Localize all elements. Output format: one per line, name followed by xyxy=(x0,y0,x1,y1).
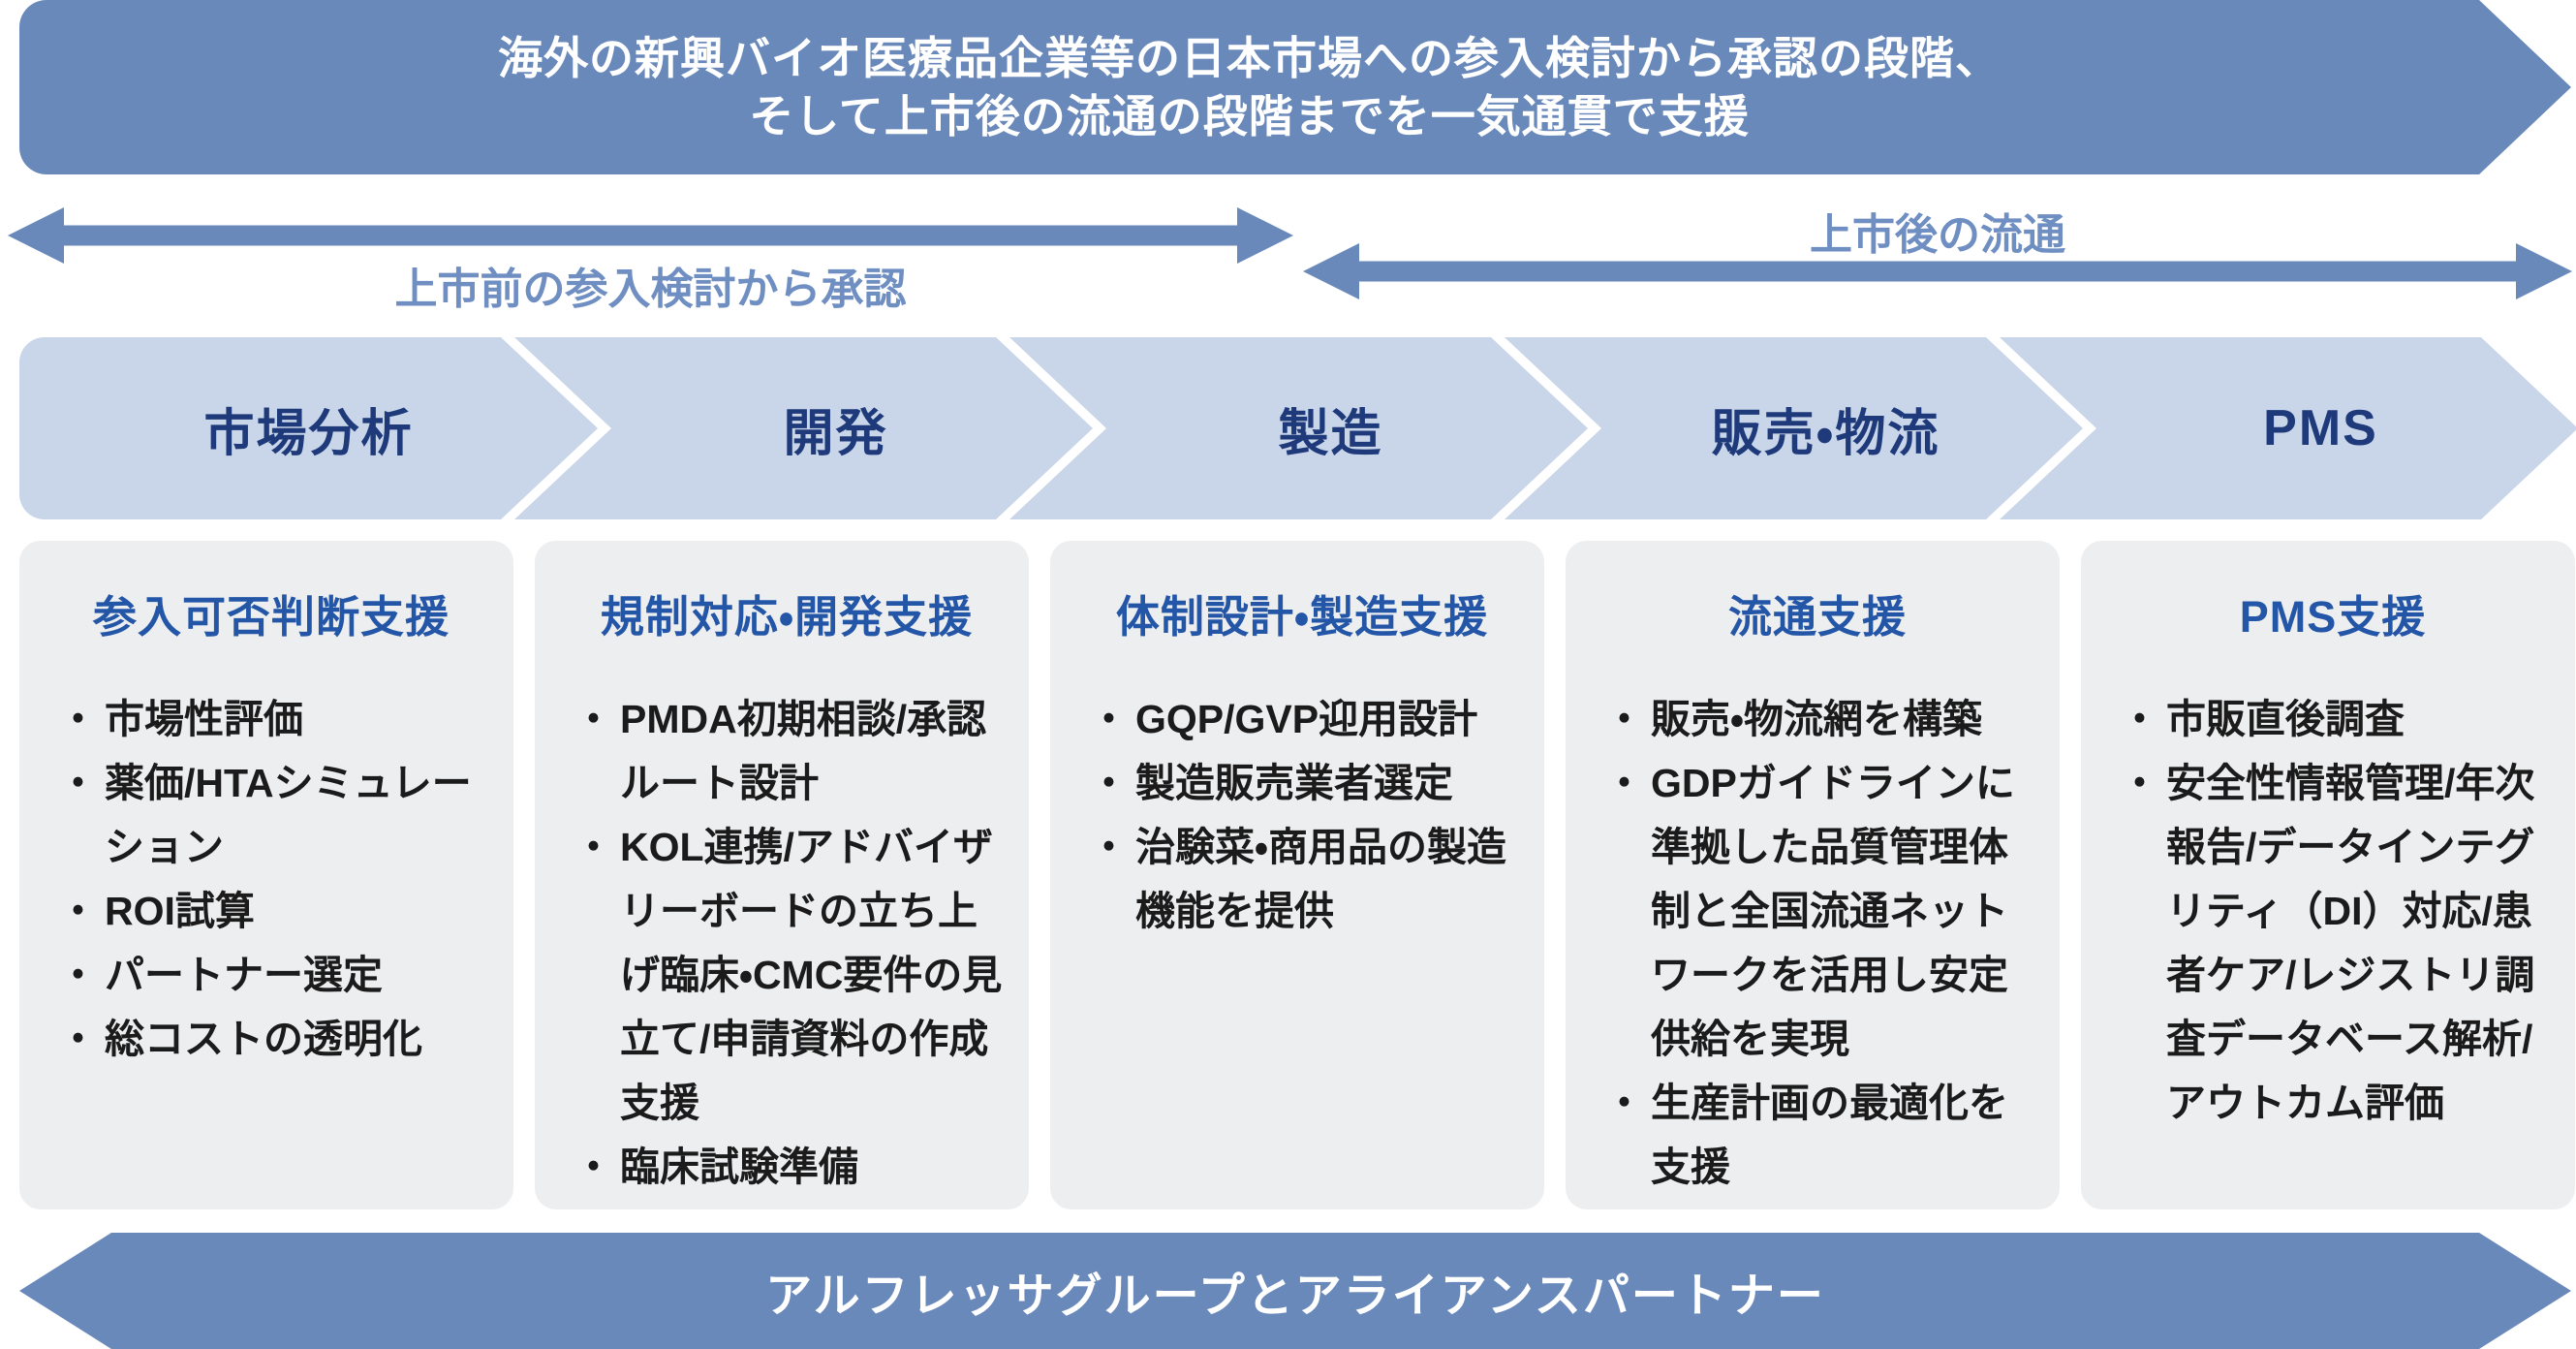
bullet-dot: ・ xyxy=(1604,697,1644,741)
process-step-market-analysis: 市場分析 xyxy=(19,337,598,519)
column-header: PMS支援 xyxy=(2239,592,2427,642)
bullet-dot: ・ xyxy=(58,697,98,741)
title-line-2: そして上市後の流通の段階までを一気通貫で支援 xyxy=(749,91,1750,141)
column-header: 規制対応・開発支援 xyxy=(600,592,974,642)
post-market-phase-label: 上市後の流通 xyxy=(1810,211,2065,259)
column-header: 流通支援 xyxy=(1727,592,1907,642)
column-header: 体制設計・製造支援 xyxy=(1115,592,1489,642)
bullet-dot: ・ xyxy=(2120,761,2159,805)
bullet-list: ・市場性評価 ・薬価/HTAシミュレーション ・ROI試算 ・パートナー選定 ・… xyxy=(54,687,488,1071)
support-column-manufacturing: 体制設計・製造支援 ・GQP/GVP迎用設計 ・製造販売業者選定 ・治験菜・商用… xyxy=(1050,541,1544,1209)
bullet-dot: ・ xyxy=(574,825,613,869)
bullet-item: ・市場性評価 xyxy=(54,687,488,751)
bullet-dot: ・ xyxy=(1089,761,1129,805)
post-market-double-arrow xyxy=(1303,243,2572,299)
bullet-list: ・PMDA初期相談/承認ルート設計 ・KOL連携/アドバイザリーボードの立ち上げ… xyxy=(570,687,1004,1199)
bullet-item: ・市販直後調査 xyxy=(2116,687,2550,751)
bullet-item: ・GQP/GVP迎用設計 xyxy=(1085,687,1519,751)
bullet-item: ・臨床試験準備 xyxy=(570,1135,1004,1199)
bullet-item: ・パートナー選定 xyxy=(54,943,488,1007)
support-column-distribution: 流通支援 ・販売・物流網を構築 ・GDPガイドラインに準拠した品質管理体制と全国… xyxy=(1566,541,2060,1209)
bullet-list: ・市販直後調査 ・安全性情報管理/年次報告/データインテグリティ（DI）対応/患… xyxy=(2116,687,2550,1135)
bullet-list: ・GQP/GVP迎用設計 ・製造販売業者選定 ・治験菜・商用品の製造機能を提供 xyxy=(1085,687,1519,943)
bullet-item: ・ROI試算 xyxy=(54,879,488,943)
bullet-item: ・生産計画の最適化を支援 xyxy=(1600,1071,2034,1199)
arrow-shaft xyxy=(50,225,1251,246)
bullet-dot: ・ xyxy=(58,761,98,805)
process-step-development: 開発 xyxy=(514,337,1093,519)
bullet-dot: ・ xyxy=(1604,761,1644,805)
arrow-right-head-icon xyxy=(2516,243,2572,299)
bullet-dot: ・ xyxy=(574,1145,613,1189)
arrow-right-head-icon xyxy=(1237,207,1293,264)
support-column-regulatory-development: 規制対応・開発支援 ・PMDA初期相談/承認ルート設計 ・KOL連携/アドバイザ… xyxy=(535,541,1029,1209)
column-header: 参入可否判断支援 xyxy=(92,592,450,642)
bullet-item: ・総コストの透明化 xyxy=(54,1007,488,1071)
process-step-label: PMS xyxy=(2263,400,2378,456)
process-step-sales-logistics: 販売・物流 xyxy=(1505,337,2083,519)
process-step-label: 製造 xyxy=(1278,405,1383,462)
process-step-label: 市場分析 xyxy=(203,405,414,462)
bullet-item: ・KOL連携/アドバイザリーボードの立ち上げ臨床・CMC要件の見立て/申請資料の… xyxy=(570,815,1004,1135)
bullet-dot: ・ xyxy=(58,953,98,997)
bullet-item: ・製造販売業者選定 xyxy=(1085,751,1519,815)
process-step-pms: PMS xyxy=(2000,337,2576,519)
title-line-1: 海外の新興バイオ医療品企業等の日本市場への参入検討から承認の段階、 xyxy=(498,33,2001,83)
bullet-item: ・販売・物流網を構築 xyxy=(1600,687,2034,751)
bullet-dot: ・ xyxy=(1089,697,1129,741)
top-title-banner: 海外の新興バイオ医療品企業等の日本市場への参入検討から承認の段階、 そして上市後… xyxy=(19,0,2571,174)
bullet-item: ・安全性情報管理/年次報告/データインテグリティ（DI）対応/患者ケア/レジスト… xyxy=(2116,751,2550,1135)
process-step-label: 販売・物流 xyxy=(1711,405,1940,462)
bullet-item: ・GDPガイドラインに準拠した品質管理体制と全国流通ネットワークを活用し安定供給… xyxy=(1600,751,2034,1071)
bottom-partner-banner: アルフレッサグループとアライアンスパートナー xyxy=(19,1233,2571,1349)
bullet-dot: ・ xyxy=(2120,697,2159,741)
bullet-dot: ・ xyxy=(1604,1081,1644,1125)
process-step-manufacturing: 製造 xyxy=(1009,337,1588,519)
bullet-item: ・PMDA初期相談/承認ルート設計 xyxy=(570,687,1004,815)
bullet-dot: ・ xyxy=(574,697,613,741)
support-column-pms: PMS支援 ・市販直後調査 ・安全性情報管理/年次報告/データインテグリティ（D… xyxy=(2081,541,2575,1209)
support-column-market-entry: 参入可否判断支援 ・市場性評価 ・薬価/HTAシミュレーション ・ROI試算 ・… xyxy=(19,541,513,1209)
bottom-banner-label: アルフレッサグループとアライアンスパートナー xyxy=(765,1271,1825,1322)
arrow-shaft xyxy=(1346,261,2529,282)
bullet-item: ・治験菜・商用品の製造機能を提供 xyxy=(1085,815,1519,943)
bullet-item: ・薬価/HTAシミュレーション xyxy=(54,751,488,879)
bullet-dot: ・ xyxy=(58,1017,98,1061)
bullet-list: ・販売・物流網を構築 ・GDPガイドラインに準拠した品質管理体制と全国流通ネット… xyxy=(1600,687,2034,1199)
bullet-dot: ・ xyxy=(58,889,98,933)
process-step-label: 開発 xyxy=(783,405,888,462)
pre-market-phase-label: 上市前の参入検討から承認 xyxy=(394,266,907,313)
pre-market-double-arrow xyxy=(8,207,1293,264)
bullet-dot: ・ xyxy=(1089,825,1129,869)
